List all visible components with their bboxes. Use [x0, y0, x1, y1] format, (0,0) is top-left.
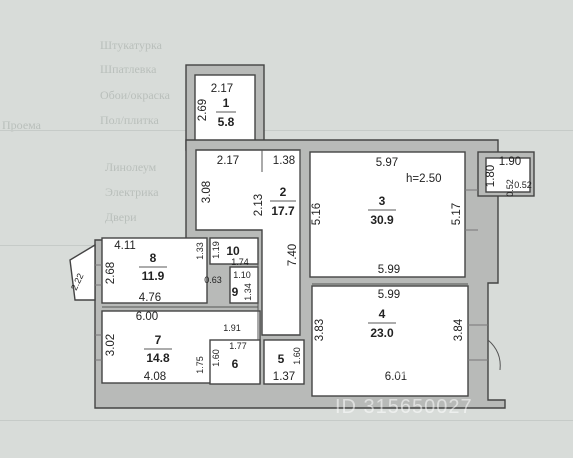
dim-r8-right: 1.33 [195, 242, 205, 260]
room-4-area: 23.0 [370, 326, 394, 340]
room-1-number: 1 [223, 96, 230, 110]
room-4-floor [311, 285, 469, 397]
loggia [69, 243, 96, 301]
room-6-floor [209, 339, 261, 385]
room-10-floor [209, 237, 259, 265]
room-9-floor [229, 266, 259, 304]
dim-r4-right: 3.84 [453, 318, 465, 341]
bg-text-5: Проема [2, 118, 41, 132]
dim-r9-right: 1.34 [243, 283, 253, 301]
balcony-floor [485, 157, 531, 193]
room-10-number: 10 [226, 244, 240, 258]
windows [95, 189, 488, 361]
dim-r4-left: 3.83 [314, 319, 326, 341]
dim-r3-right: 5.17 [451, 203, 463, 225]
door-arc [487, 339, 501, 371]
room-7-number: 7 [155, 333, 162, 347]
dim-r4-top: 5.99 [378, 289, 400, 301]
bg-text-8: Двери [105, 210, 137, 224]
room-1-area: 5.8 [218, 115, 235, 129]
dim-r5-right: 1.60 [292, 347, 302, 365]
dim-r3-left: 5.16 [311, 203, 323, 225]
bg-text-3: Обои/окраска [100, 88, 170, 102]
room-8-number: 8 [150, 251, 157, 265]
dim-balcony-small: 0.52 [505, 179, 515, 197]
dim-r1-side: 2.69 [197, 99, 209, 121]
dim-balcony-small-2: 0.52 [514, 180, 532, 190]
dim-r7-bottom: 4.08 [144, 371, 166, 383]
dim-balcony-side: 1.80 [485, 165, 497, 187]
dim-r2-top-right: 1.38 [273, 155, 295, 167]
dim-r7-right: 1.91 [223, 323, 241, 333]
bg-text-6: Линолеум [105, 160, 157, 174]
dim-r10-left: 1.19 [211, 241, 221, 259]
bg-text-1: Штукатурка [100, 38, 162, 52]
room-2-area: 17.7 [271, 204, 295, 218]
bg-rule [0, 245, 100, 246]
room-9-number: 9 [232, 285, 239, 299]
inner-walls [102, 150, 468, 340]
room-3-area: 30.9 [370, 213, 394, 227]
dim-r7-left: 3.02 [105, 334, 117, 356]
ceiling-height-note: h=2.50 [406, 173, 442, 185]
dim-balcony-top: 1.90 [499, 156, 521, 168]
dim-r2-lower: 7.40 [287, 244, 299, 266]
room-5-number: 5 [278, 352, 285, 366]
dim-r2-inner: 2.13 [253, 194, 265, 216]
room-8-area: 11.9 [142, 269, 165, 283]
dim-r6-left: 1.60 [211, 349, 221, 367]
room-3-number: 3 [379, 194, 386, 208]
watermark-logo: ЦИАН [392, 355, 456, 380]
dim-r2-top-left: 2.17 [217, 155, 239, 167]
dim-r9-top: 1.10 [233, 270, 251, 280]
dim-r5-bottom: 1.37 [273, 371, 295, 383]
walls [69, 64, 535, 409]
dim-r4-bottom: 6.01 [385, 371, 407, 383]
dim-r3-bottom: 5.99 [378, 264, 400, 276]
bg-rule [0, 420, 573, 421]
room-4-number: 4 [379, 307, 386, 321]
room-2-number: 2 [280, 185, 287, 199]
dim-r2-left: 3.08 [201, 181, 213, 203]
room-3-floor [309, 151, 466, 278]
room-8-floor [101, 237, 208, 304]
dim-r8-left: 2.68 [105, 262, 117, 284]
bg-text-4: Пол/плитка [100, 113, 159, 127]
dim-r6-top: 1.77 [229, 341, 247, 351]
room-7-area: 14.8 [146, 351, 170, 365]
dim-r3-top: 5.97 [376, 157, 398, 169]
room-6-number: 6 [232, 357, 239, 371]
dim-r8-top: 4.11 [114, 240, 136, 252]
dim-r9-left: 0.63 [204, 275, 222, 285]
bg-rule [0, 130, 573, 131]
room-5-floor [263, 339, 305, 385]
dim-r1-top: 2.17 [211, 83, 233, 95]
watermark-id: ID 315650027 [335, 396, 473, 418]
dim-r7-top: 6.00 [136, 311, 158, 323]
dim-r10-bottom: 1.74 [231, 257, 249, 267]
dim-r8-bottom: 4.76 [139, 292, 161, 304]
dim-r6-right: 1.75 [195, 356, 205, 374]
bg-text-7: Электрика [105, 185, 159, 199]
bg-text-2: Шпатлевка [100, 62, 157, 76]
